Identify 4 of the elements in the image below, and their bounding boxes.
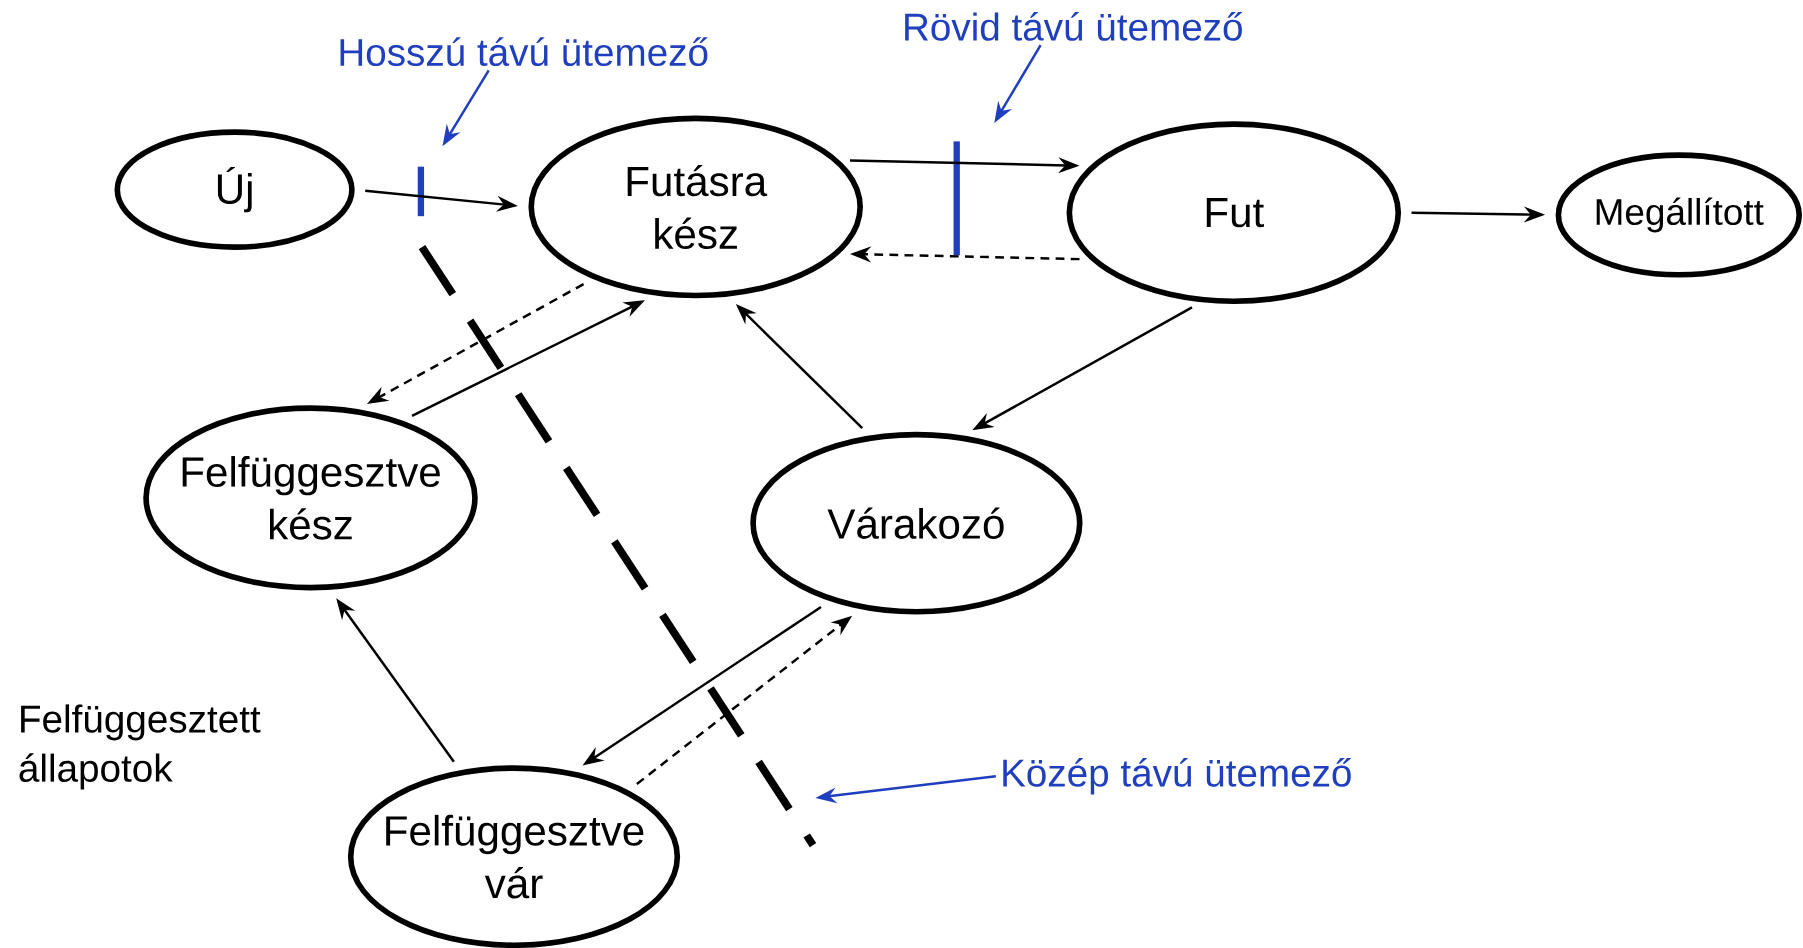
scheduler-label: Hosszú távú ütemező — [340, 37, 708, 67]
note-text: Felfüggesztett állapotok — [19, 704, 261, 790]
scheduler-label: Rövid távú ütemező — [905, 12, 1242, 41]
scheduler-label: Közép távú ütemező — [1003, 757, 1351, 795]
